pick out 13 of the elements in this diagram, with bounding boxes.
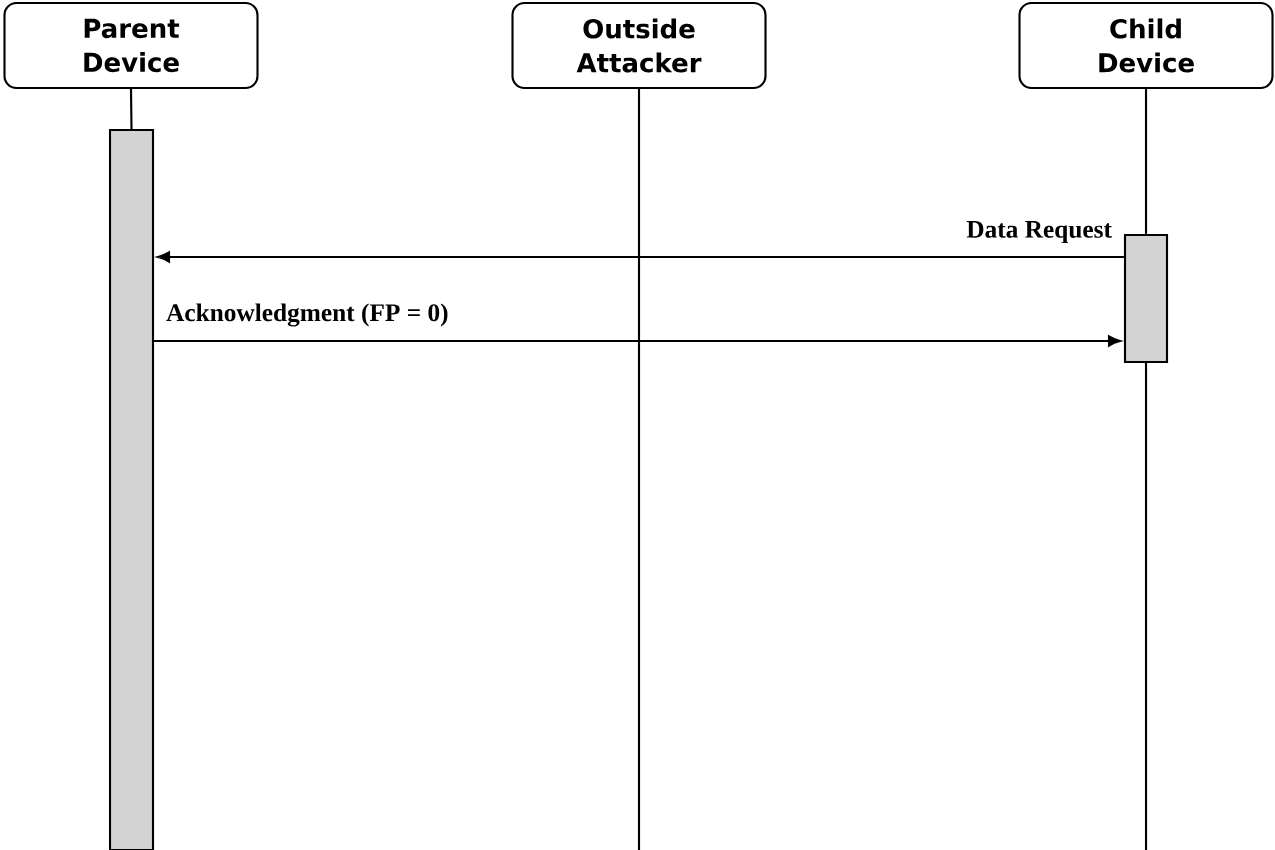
- message-label: Acknowledgment (FP = 0): [166, 303, 448, 327]
- lifeline: [1144, 363, 1148, 850]
- lifeline: [637, 89, 641, 850]
- message-label: Data Request: [966, 221, 1112, 243]
- lifeline: [129, 89, 133, 129]
- lifeline: [1144, 89, 1148, 234]
- activation-bar: [1123, 233, 1169, 364]
- message-arrow: [154, 335, 1121, 347]
- message-arrow: [157, 251, 1124, 263]
- activation-bar: [108, 128, 155, 850]
- lifeline-header-box: Outside Attacker: [511, 1, 767, 90]
- lifeline-header-box: Parent Device: [3, 1, 259, 90]
- lifeline-header-box: Child Device: [1018, 1, 1274, 90]
